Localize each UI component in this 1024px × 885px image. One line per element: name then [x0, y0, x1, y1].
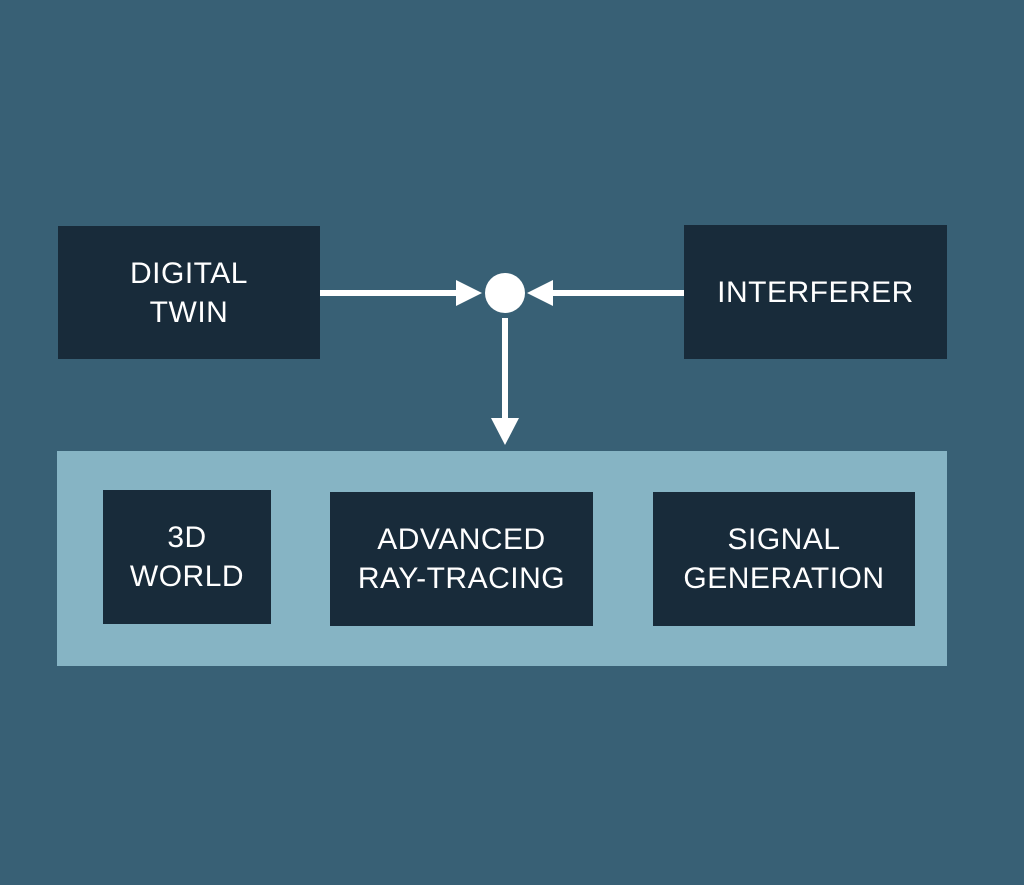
advanced-ray-tracing-label-line1: ADVANCED — [377, 523, 546, 556]
signal-generation-box: SIGNAL GENERATION — [653, 492, 915, 626]
advanced-ray-tracing-box: ADVANCED RAY-TRACING — [330, 492, 593, 626]
signal-generation-label-line1: SIGNAL — [727, 523, 841, 556]
interferer-box: INTERFERER — [684, 225, 947, 359]
interferer-label: INTERFERER — [717, 275, 914, 309]
junction-node — [485, 273, 525, 313]
arrow-right-head — [527, 280, 553, 306]
3d-world-label-line1: 3D — [167, 521, 207, 554]
digital-twin-label-line2: TWIN — [149, 295, 229, 329]
3d-world-box: 3D WORLD — [103, 490, 271, 624]
3d-world-label-line2: WORLD — [129, 560, 245, 593]
digital-twin-label-line1: DIGITAL — [130, 256, 248, 290]
advanced-ray-tracing-label-line2: RAY-TRACING — [357, 562, 566, 595]
arrow-left-head — [456, 280, 482, 306]
digital-twin-box: DIGITAL TWIN — [58, 226, 320, 359]
arrow-down-head — [491, 418, 519, 445]
signal-generation-label-line2: GENERATION — [683, 562, 885, 595]
